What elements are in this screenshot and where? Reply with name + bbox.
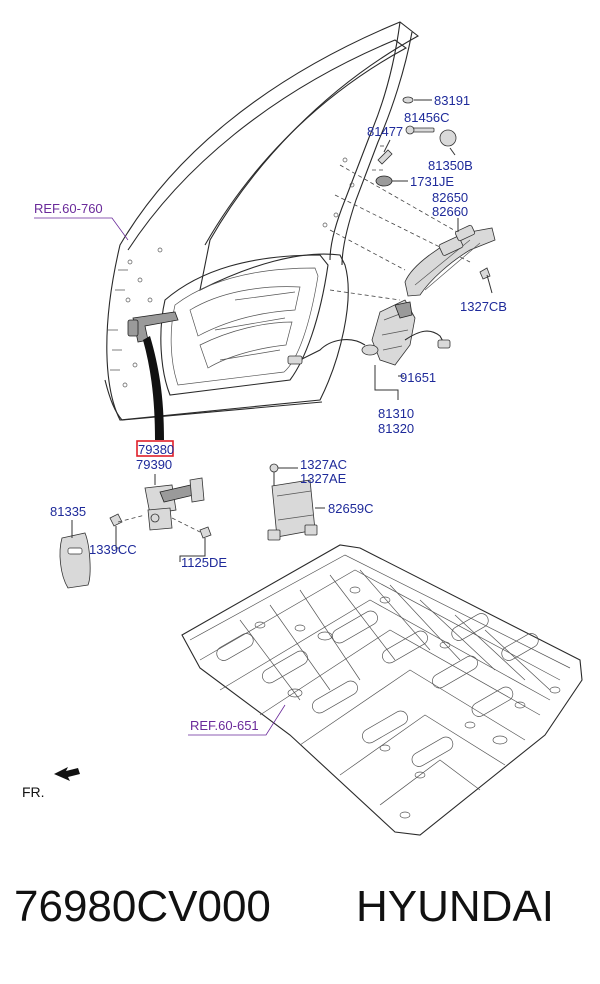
brand-name: HYUNDAI (356, 882, 555, 931)
cover-81335 (59, 520, 91, 589)
label-83191: 83191 (434, 93, 470, 108)
label-1125de: 1125DE (181, 555, 227, 570)
label-1327ae: 1327AE (300, 471, 347, 486)
front-arrow-icon (54, 767, 80, 781)
outside-handle (404, 218, 496, 297)
label-81335: 81335 (50, 504, 86, 519)
reference-labels: REF.60-760 REF.60-651 (34, 201, 286, 736)
label-1327ac: 1327AC (300, 457, 347, 472)
label-1339cc: 1339CC (89, 542, 137, 557)
label-82660: 82660 (432, 204, 468, 219)
label-81320: 81320 (378, 421, 414, 436)
front-label: FR. (22, 784, 45, 800)
label-79380: 79380 (138, 442, 174, 457)
label-79390: 79390 (136, 457, 172, 472)
floor-panel (181, 544, 583, 836)
label-81477: 81477 (367, 124, 403, 139)
ref-floor-label: REF.60-651 (190, 718, 259, 733)
ref-door-label: REF.60-760 (34, 201, 103, 216)
part-number: 76980CV000 (14, 882, 271, 931)
door-frame (104, 21, 419, 440)
label-1327cb: 1327CB (460, 299, 507, 314)
label-82650: 82650 (432, 190, 468, 205)
front-direction-indicator: FR. (22, 767, 80, 800)
module-82659c (267, 463, 325, 541)
door-latch (287, 299, 451, 400)
part-labels: 83191 81456C 81477 81350B 1731JE 82650 8… (50, 93, 507, 570)
highlight-box (136, 440, 174, 457)
label-1731je: 1731JE (410, 174, 454, 189)
label-81310: 81310 (378, 406, 414, 421)
footer: 76980CV000 HYUNDAI (0, 870, 600, 960)
label-91651: 91651 (400, 370, 436, 385)
label-82659c: 82659C (328, 501, 374, 516)
label-81350b: 81350B (428, 158, 473, 173)
door-checker (109, 440, 212, 562)
label-81456c: 81456C (404, 110, 450, 125)
small-fasteners-top (375, 96, 457, 187)
